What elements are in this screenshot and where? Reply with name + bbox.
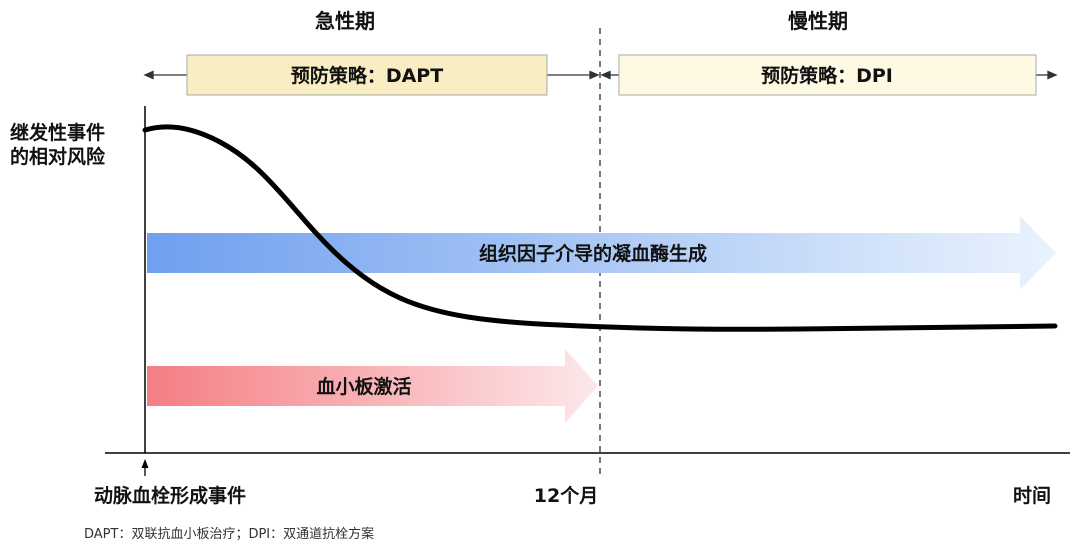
thrombin-generation-label: 组织因子介导的凝血酶生成 bbox=[479, 242, 707, 265]
strategy-timeline bbox=[143, 70, 1058, 80]
strategy-box-acute bbox=[186, 54, 548, 96]
strategy-label-chronic: 预防策略：DPI bbox=[761, 64, 893, 87]
y-axis-label-line-1: 继发性事件 bbox=[10, 121, 105, 144]
x-axis-start-label: 动脉血栓形成事件 bbox=[94, 484, 246, 507]
strategy-label-acute: 预防策略：DAPT bbox=[291, 64, 443, 87]
event-marker-arrow bbox=[141, 459, 149, 476]
platelet-activation-label: 血小板激活 bbox=[316, 375, 411, 398]
x-axis-mid-label: 12个月 bbox=[534, 485, 598, 507]
thrombin-generation-arrow bbox=[147, 216, 1056, 290]
strategy-box-chronic bbox=[618, 54, 1037, 96]
phase-label-chronic: 慢性期 bbox=[788, 9, 848, 33]
y-axis-label-line-2: 的相对风险 bbox=[10, 145, 106, 168]
footnote: DAPT：双联抗血小板治疗；DPI：双通道抗栓方案 bbox=[84, 526, 374, 542]
platelet-activation-arrow bbox=[147, 349, 598, 423]
x-axis-end-label: 时间 bbox=[1013, 485, 1051, 507]
risk-curve bbox=[142, 124, 1058, 332]
phase-label-acute: 急性期 bbox=[315, 9, 375, 33]
